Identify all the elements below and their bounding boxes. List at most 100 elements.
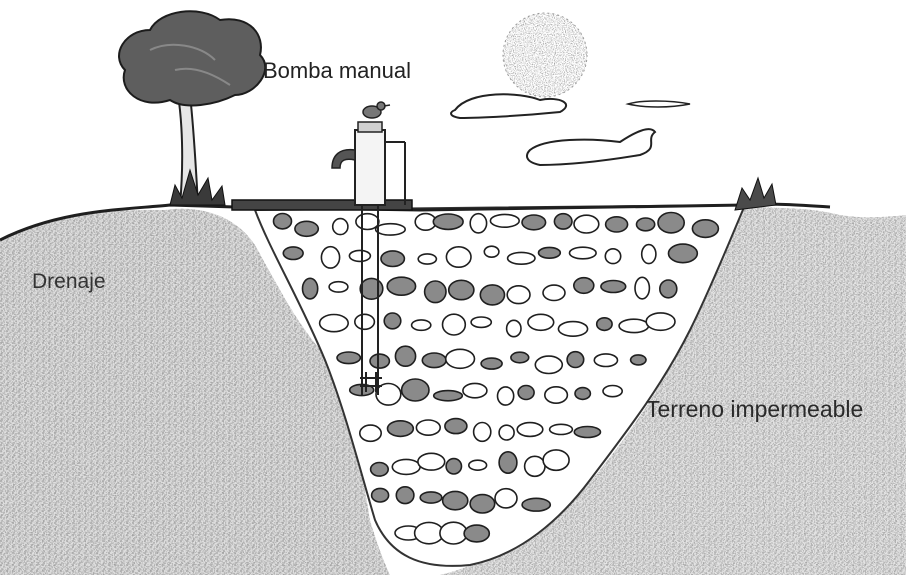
stone [371,463,389,477]
stone [463,383,487,397]
stone [418,453,445,470]
stone [274,214,292,229]
stone [522,498,550,511]
stone [470,495,495,513]
sun-icon [503,13,587,97]
stone [376,224,406,235]
stone [337,352,360,364]
stone [321,247,339,268]
stone [446,459,461,474]
stone [481,358,502,369]
stone [601,281,626,293]
stone [528,314,554,330]
stone [603,386,622,397]
stone [440,522,467,544]
stone [539,247,561,258]
stone [594,354,617,367]
stone [507,320,521,336]
stone [418,254,436,264]
stone [372,488,389,502]
stone [575,388,590,400]
stone [320,315,349,332]
stone [445,419,467,434]
grass-tuft-icon [735,178,776,210]
stone [402,379,429,401]
stone [412,320,431,330]
stone [384,313,401,329]
stone [360,278,383,299]
stone [422,353,446,368]
stone [420,492,442,503]
stone [660,280,677,298]
stone [381,251,404,267]
stone [498,387,514,405]
stone [416,420,440,435]
stone [631,355,646,365]
stone [484,246,499,257]
stone [370,354,389,368]
stone [333,219,348,235]
stone [597,318,612,331]
stone [283,247,303,260]
stone [525,456,545,476]
stone [511,352,529,363]
stone [508,252,535,264]
stone [646,313,675,330]
stone [642,245,656,264]
stone [574,278,594,294]
stone [495,489,517,508]
stone [356,214,379,230]
stone [443,314,466,335]
stone [434,391,463,401]
stone [605,249,620,264]
stone [543,450,569,470]
stone [574,427,600,438]
stone [395,346,415,366]
stone [554,214,572,229]
stone [360,425,381,441]
stone [567,352,584,368]
stone [295,221,318,236]
stone [490,214,519,227]
stone [619,319,648,332]
stone [355,314,375,329]
stone [637,218,655,231]
drainage-label: Drenaje [32,270,106,294]
stone [550,424,573,434]
impermeable-label: Terreno impermeable [646,396,863,423]
stone [443,491,468,509]
stone [535,356,562,373]
stone [574,215,599,233]
stone [415,522,444,543]
stone [464,525,489,542]
stone [349,250,370,261]
cloud-icon [451,94,690,165]
stone [545,387,568,403]
pump-label: Bomba manual [263,58,411,84]
stone [433,214,463,229]
stone [449,280,474,299]
stone [303,278,318,299]
stone [570,247,597,259]
stone [470,214,486,233]
tree-icon [119,11,265,205]
stone [446,247,471,267]
stone [606,217,628,232]
stone [507,286,530,304]
stone [396,487,414,504]
stone [635,277,649,299]
stone [543,285,565,300]
stone [446,349,475,368]
stone [692,220,718,238]
stone [388,421,414,437]
stone [669,244,698,263]
stone [392,459,420,474]
stone [471,317,491,327]
stone [522,215,546,230]
stone [517,423,543,437]
stone [558,322,587,337]
bird-icon [363,102,390,118]
stone [474,423,491,442]
stone [480,285,504,305]
